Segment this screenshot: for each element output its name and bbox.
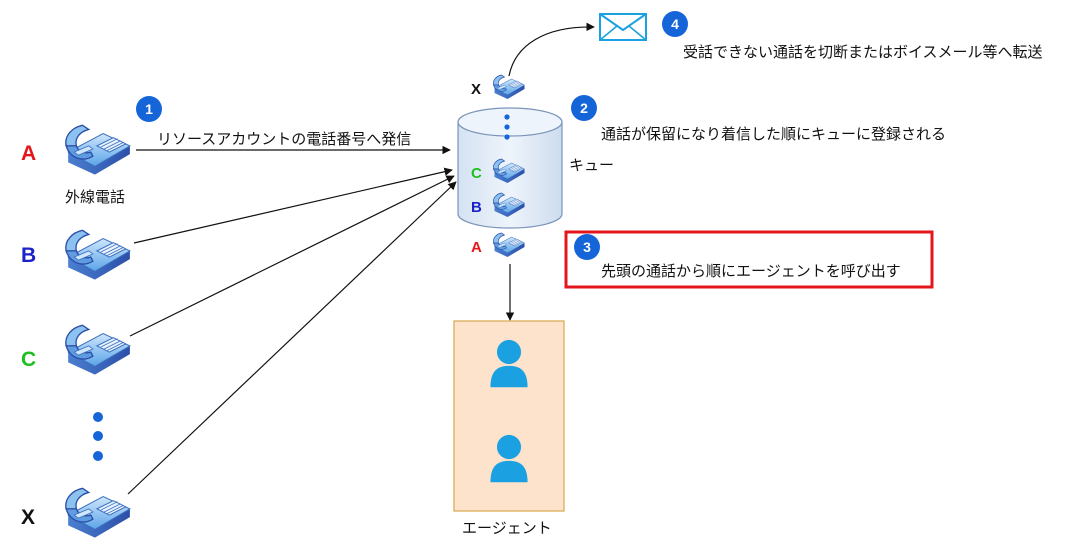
queue-top	[457, 107, 563, 137]
step-badge	[136, 96, 162, 122]
desk-phone-icon	[65, 324, 131, 376]
agent-box: エージェント	[453, 320, 565, 537]
queue-item-letter-c: C	[471, 165, 482, 182]
queue-item-letter-b: B	[471, 199, 482, 216]
step-text: 通話が保留になり着信した順にキューに登録される	[601, 125, 946, 143]
step-text: 受話できない通話を切断またはボイスメール等へ転送	[683, 43, 1043, 61]
step-1: 1 リソースアカウントの電話番号へ発信	[136, 96, 411, 148]
dispatched-letter-a: A	[471, 239, 482, 256]
step-text: リソースアカウントの電話番号へ発信	[157, 130, 411, 148]
overflow-letter-x: X	[471, 81, 481, 98]
step-number: 3	[583, 239, 591, 255]
step-2: 2 通話が保留になり着信した順にキューに登録される	[571, 95, 946, 143]
caller-a: A 外線電話	[21, 124, 131, 206]
ellipsis-dot	[93, 412, 103, 422]
desk-phone-icon	[65, 124, 131, 176]
queue-dot	[504, 114, 510, 120]
step-badge	[662, 11, 688, 37]
overflow-call: X	[471, 74, 525, 100]
caller-letter-b: B	[21, 244, 36, 267]
queue-dot	[504, 134, 510, 140]
highlight-box	[564, 230, 934, 289]
step-number: 1	[145, 101, 153, 117]
queue-dot	[504, 124, 510, 130]
step-3: 3 先頭の通話から順にエージェントを呼び出す	[564, 230, 934, 289]
connector-b	[133, 167, 453, 244]
step-4: 4 受話できない通話を切断またはボイスメール等へ転送	[662, 11, 1043, 61]
desk-phone-icon	[493, 232, 525, 258]
step-number: 2	[580, 100, 588, 116]
caller-c: C	[21, 324, 131, 376]
caller-b: B	[21, 229, 131, 281]
caller-letter-c: C	[21, 348, 36, 371]
step-badge	[574, 234, 600, 260]
caller-x: X	[21, 487, 131, 539]
caller-letter-a: A	[21, 142, 36, 165]
desk-phone-icon	[65, 487, 131, 539]
desk-phone-icon	[493, 74, 525, 100]
ellipsis-dot	[93, 451, 103, 461]
envelope-icon	[599, 13, 647, 41]
step-text: 先頭の通話から順にエージェントを呼び出す	[601, 262, 901, 280]
connector-to-voicemail	[508, 22, 595, 77]
step-badge	[571, 95, 597, 121]
desk-phone-icon	[65, 229, 131, 281]
caller-ellipsis	[93, 412, 103, 461]
step-number: 4	[671, 16, 679, 32]
ellipsis-dot	[93, 431, 103, 441]
queue: C B キュー	[457, 107, 614, 229]
queue-label: キュー	[569, 156, 614, 174]
connector-lines	[127, 22, 595, 495]
agent-label: エージェント	[462, 519, 552, 537]
caller-letter-x: X	[21, 506, 35, 529]
dispatched-call: A	[471, 232, 525, 258]
external-phone-label: 外線電話	[65, 188, 125, 206]
connector-x	[127, 181, 457, 495]
connector-c	[129, 175, 455, 337]
